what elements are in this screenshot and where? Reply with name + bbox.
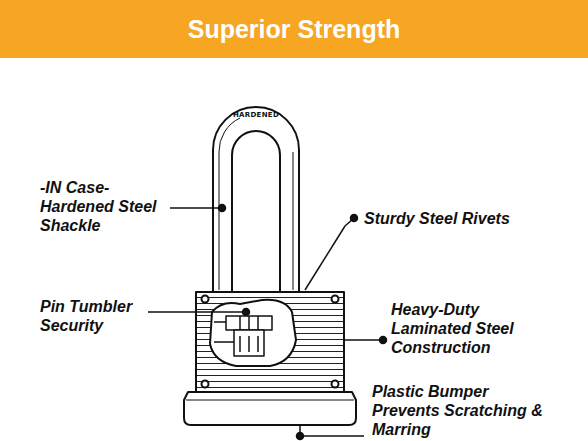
diagram-title: Superior Strength (0, 15, 588, 44)
part-label: Plastic Bumper Prevents Scratching & Mar… (372, 382, 550, 439)
part-label: Sturdy Steel Rivets (364, 209, 510, 228)
part-label: Pin Tumbler Security (40, 297, 146, 335)
part-label: -IN Case-Hardened Steel Shackle (40, 178, 168, 235)
stamp-text: HARDENED (226, 111, 286, 119)
part-label: Heavy-Duty Laminated Steel Construction (391, 300, 541, 357)
